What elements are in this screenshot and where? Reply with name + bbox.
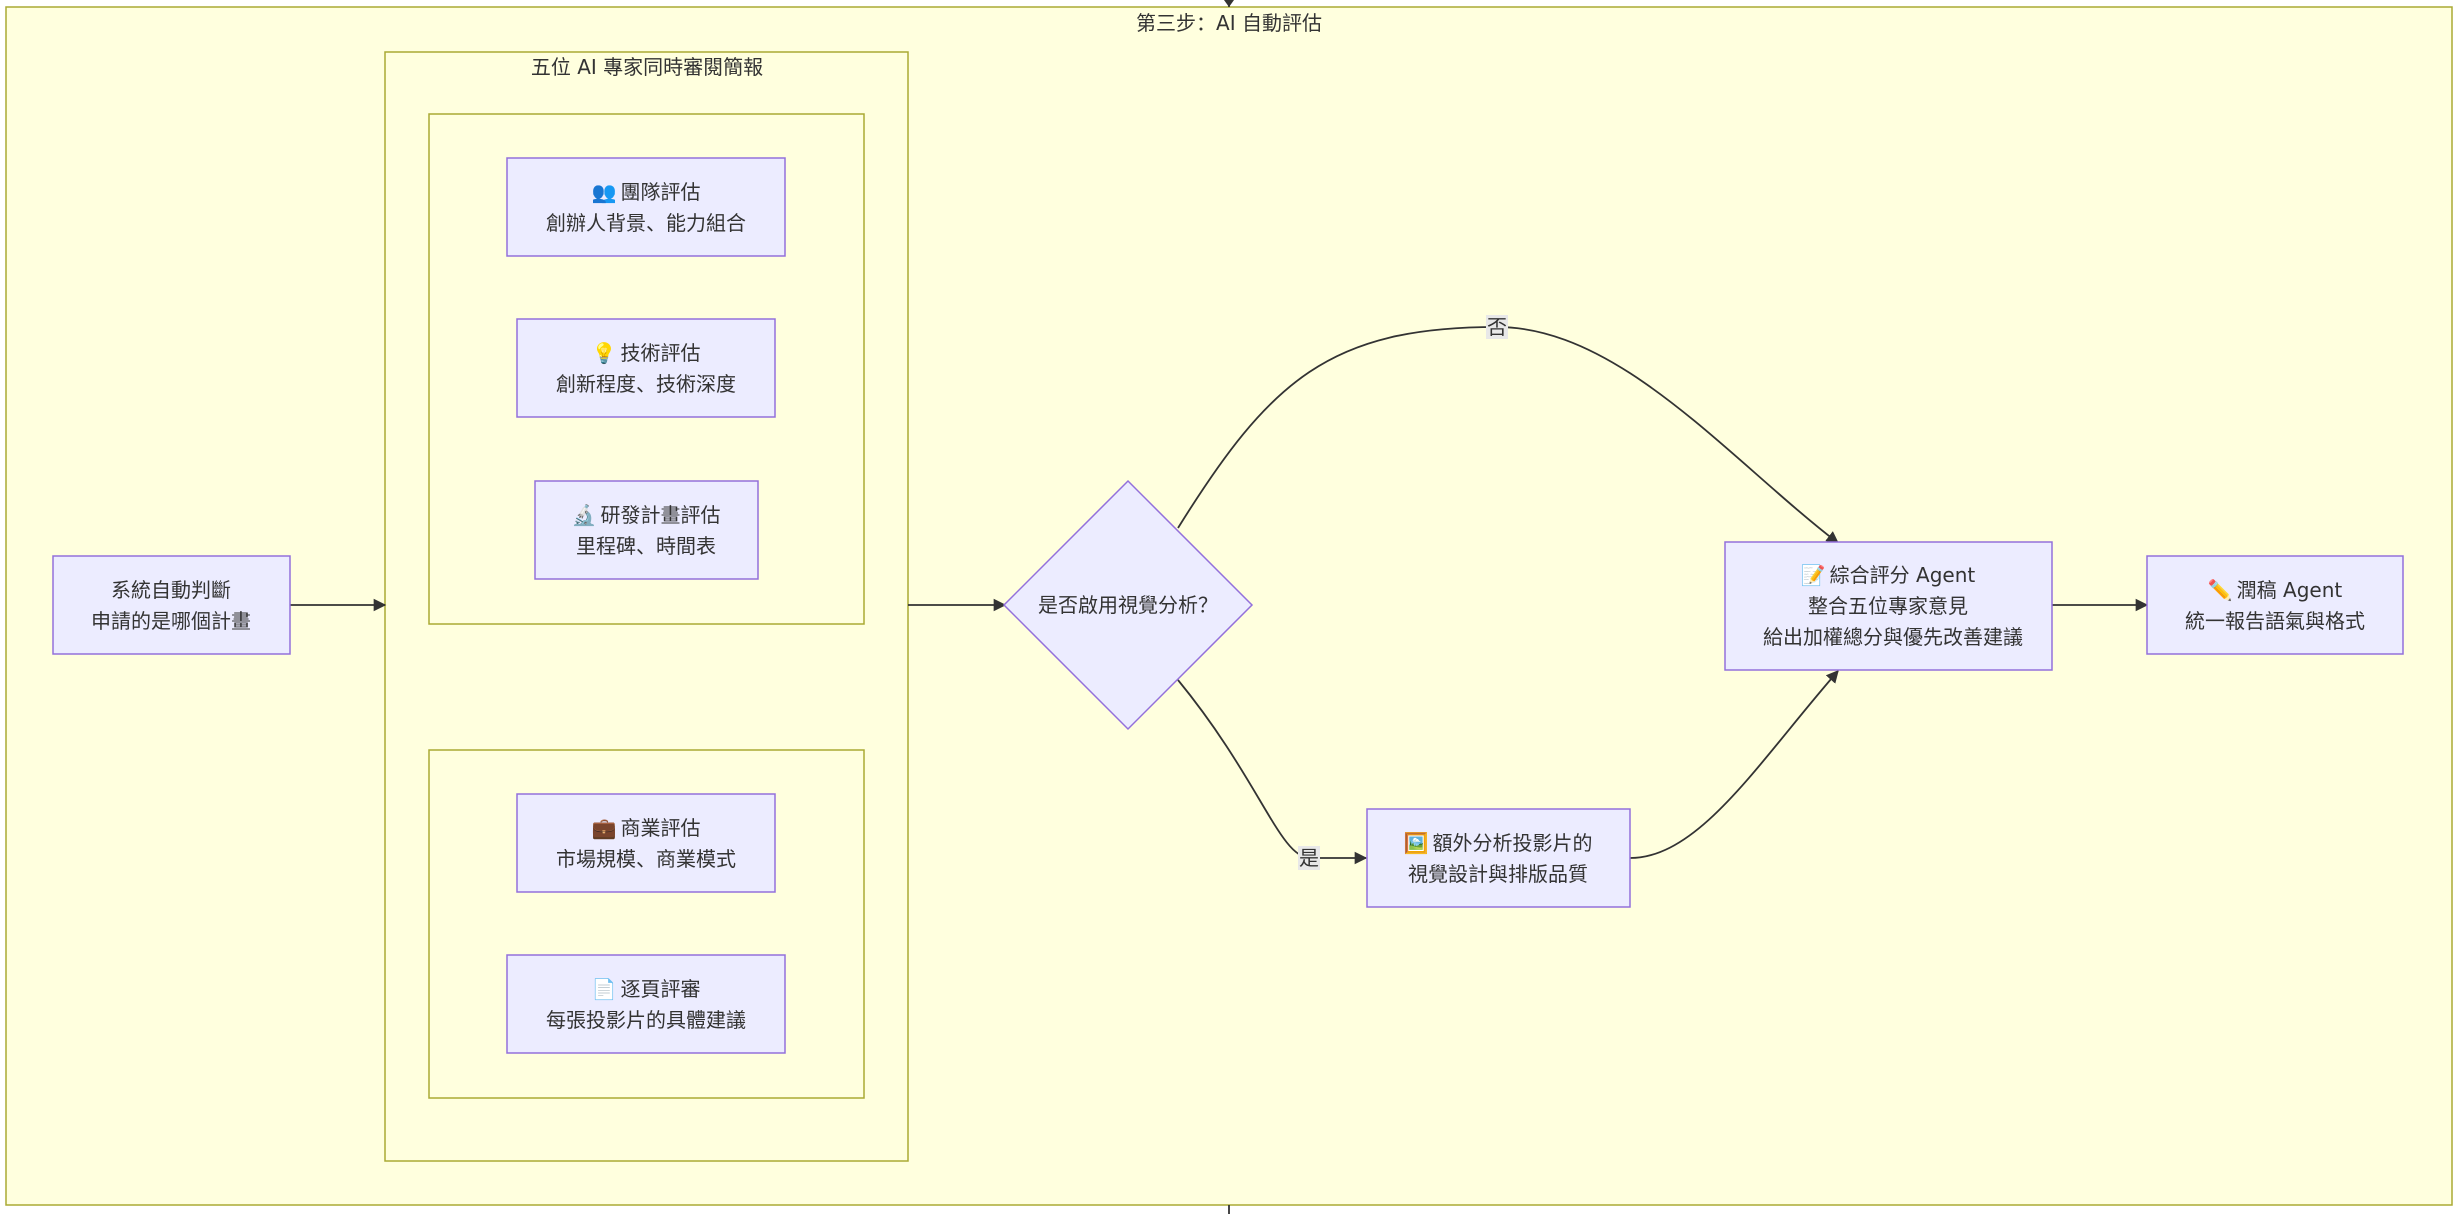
rd-eval-desc: 里程碑、時間表 xyxy=(576,534,716,558)
decision-node[interactable]: 是否啟用視覺分析？ xyxy=(1002,479,1254,731)
team-eval-desc: 創辦人背景、能力組合 xyxy=(546,211,746,235)
polish-agent-desc: 統一報告語氣與格式 xyxy=(2185,609,2365,633)
svg-text:🔬研發計畫評估: 🔬研發計畫評估 xyxy=(572,503,721,527)
team-eval-title: 團隊評估 xyxy=(620,180,700,204)
svg-text:💼商業評估: 💼商業評估 xyxy=(592,816,701,840)
picture-icon: 🖼️ xyxy=(1404,831,1429,855)
tech-eval-title: 技術評估 xyxy=(620,341,700,365)
visual-analysis-node[interactable]: 🖼️額外分析投影片的 視覺設計與排版品質 xyxy=(1366,808,1631,908)
system-judge-line1: 系統自動判斷 xyxy=(111,578,231,602)
edge-visual-to-summary xyxy=(1629,670,1839,859)
briefcase-icon: 💼 xyxy=(592,816,617,840)
tech-eval-desc: 創新程度、技術深度 xyxy=(556,372,736,396)
page-review-title: 逐頁評審 xyxy=(620,977,700,1001)
memo-icon: 📝 xyxy=(1801,563,1826,587)
step-title: 第三步：AI 自動評估 xyxy=(1136,11,1322,35)
page-review-desc: 每張投影片的具體建議 xyxy=(546,1008,746,1032)
svg-text:🖼️額外分析投影片的: 🖼️額外分析投影片的 xyxy=(1404,831,1593,855)
biz-eval-node[interactable]: 💼商業評估 市場規模、商業模式 xyxy=(516,793,776,893)
page-review-node[interactable]: 📄逐頁評審 每張投影片的具體建議 xyxy=(506,954,786,1054)
svg-text:📝綜合評分 Agent: 📝綜合評分 Agent xyxy=(1801,563,1976,587)
summary-agent-node[interactable]: 📝綜合評分 Agent 整合五位專家意見 給出加權總分與優先改善建議 xyxy=(1724,541,2053,671)
polish-agent-title: 潤稿 Agent xyxy=(2237,578,2343,602)
polish-agent-node[interactable]: ✏️潤稿 Agent 統一報告語氣與格式 xyxy=(2146,555,2404,655)
summary-agent-line2: 整合五位專家意見 xyxy=(1808,594,1968,618)
svg-text:💡技術評估: 💡技術評估 xyxy=(592,341,701,365)
visual-analysis-desc: 視覺設計與排版品質 xyxy=(1408,862,1588,886)
edge-label-yes: 是 xyxy=(1299,846,1319,870)
summary-agent-line3: 給出加權總分與優先改善建議 xyxy=(1763,625,2023,649)
visual-analysis-title: 額外分析投影片的 xyxy=(1432,831,1592,855)
edge-label-yes-bg xyxy=(1298,846,1320,870)
edge-label-no-bg xyxy=(1486,315,1508,339)
edge-label-no: 否 xyxy=(1487,315,1507,339)
team-eval-node[interactable]: 👥團隊評估 創辦人背景、能力組合 xyxy=(506,157,786,257)
incoming-arrowhead xyxy=(1224,0,1234,7)
document-icon: 📄 xyxy=(592,977,617,1001)
system-judge-line2: 申請的是哪個計畫 xyxy=(91,609,251,633)
decision-text: 是否啟用視覺分析？ xyxy=(1038,593,1218,617)
lightbulb-icon: 💡 xyxy=(592,341,617,365)
biz-eval-desc: 市場規模、商業模式 xyxy=(556,847,736,871)
summary-agent-title: 綜合評分 Agent xyxy=(1830,563,1976,587)
biz-eval-title: 商業評估 xyxy=(620,816,700,840)
panel-title: 五位 AI 專家同時審閱簡報 xyxy=(531,55,763,79)
microscope-icon: 🔬 xyxy=(572,503,597,527)
svg-text:📄逐頁評審: 📄逐頁評審 xyxy=(592,977,701,1001)
svg-text:👥團隊評估: 👥團隊評估 xyxy=(592,180,701,204)
rd-eval-title: 研發計畫評估 xyxy=(600,503,720,527)
people-icon: 👥 xyxy=(592,180,617,204)
system-judge-node[interactable]: 系統自動判斷 申請的是哪個計畫 xyxy=(52,555,291,655)
pencil-icon: ✏️ xyxy=(2208,578,2233,602)
rd-eval-node[interactable]: 🔬研發計畫評估 里程碑、時間表 xyxy=(534,480,759,580)
svg-text:✏️潤稿 Agent: ✏️潤稿 Agent xyxy=(2208,578,2343,602)
tech-eval-node[interactable]: 💡技術評估 創新程度、技術深度 xyxy=(516,318,776,418)
